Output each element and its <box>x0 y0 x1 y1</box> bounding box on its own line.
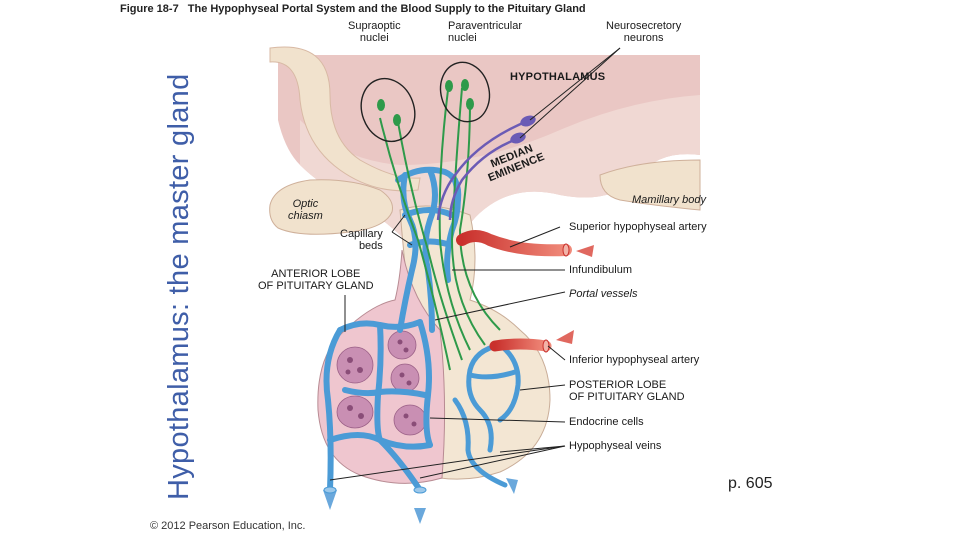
label-supraoptic-line1: Supraoptic <box>348 20 401 32</box>
label-optic-line2: chiasm <box>288 210 323 222</box>
label-supraoptic-nuclei: Supraoptic nuclei <box>348 20 401 44</box>
label-capillary-beds: Capillary beds <box>340 228 383 252</box>
label-endocrine-cells: Endocrine cells <box>569 416 644 428</box>
venous-flow-arrows <box>323 478 518 524</box>
label-anterior-line2: OF PITUITARY GLAND <box>258 280 374 292</box>
arterial-flow-arrows <box>556 245 594 344</box>
label-infundibulum: Infundibulum <box>569 264 632 276</box>
label-posterior-line2: OF PITUITARY GLAND <box>569 391 685 403</box>
third-ventricle-floor <box>269 46 421 192</box>
neuron-cell-bodies-green <box>377 79 474 126</box>
page-reference: p. 605 <box>728 475 773 492</box>
label-inferior-artery: Inferior hypophyseal artery <box>569 354 700 366</box>
label-hypophyseal-veins: Hypophyseal veins <box>569 440 662 452</box>
inferior-artery-opening <box>542 339 550 353</box>
superior-artery-vessel <box>456 230 572 257</box>
vein-opening-left <box>323 486 337 494</box>
leader-lines <box>329 47 621 481</box>
label-neurosecretory-line2: neurons <box>623 32 664 44</box>
label-hypothalamus: HYPOTHALAMUS <box>510 71 606 83</box>
label-supraoptic-line2: nuclei <box>359 32 389 44</box>
vein-opening-center <box>413 486 427 494</box>
label-capillary-line1: Capillary <box>340 228 383 240</box>
label-anterior-line1: ANTERIOR LOBE <box>271 268 361 280</box>
nerve-fibers-purple <box>436 118 531 221</box>
label-neurosecretory-neurons: Neurosecretory neurons <box>606 20 681 44</box>
inferior-artery-vessel <box>489 338 552 352</box>
optic-chiasm-shape <box>269 179 393 235</box>
hypothalamus-lower-band <box>300 95 700 240</box>
label-optic-chiasm: Optic chiasm <box>288 198 323 222</box>
endocrine-cell-nuclei <box>345 339 417 427</box>
figure-number: Figure 18-7 <box>120 3 179 15</box>
label-neurosecretory-line1: Neurosecretory <box>606 20 682 32</box>
label-paraventricular-nuclei: Paraventricular nuclei <box>448 20 522 44</box>
label-optic-line1: Optic <box>292 198 319 210</box>
label-anterior-lobe: ANTERIOR LOBE OF PITUITARY GLAND <box>258 268 374 292</box>
label-posterior-line1: POSTERIOR LOBE <box>569 379 667 391</box>
label-portal-vessels: Portal vessels <box>569 288 638 300</box>
label-posterior-lobe: POSTERIOR LOBE OF PITUITARY GLAND <box>569 379 685 403</box>
figure-title-text: The Hypophyseal Portal System and the Bl… <box>187 3 586 15</box>
figure-title: Figure 18-7 The Hypophyseal Portal Syste… <box>120 3 586 15</box>
label-mamillary-body: Mamillary body <box>632 194 706 206</box>
copyright-notice: © 2012 Pearson Education, Inc. <box>150 520 306 532</box>
label-capillary-line2: beds <box>358 240 383 252</box>
posterior-vessels <box>452 342 521 488</box>
mamillary-body-shape <box>599 159 701 211</box>
label-paraventricular-line2: nuclei <box>448 32 477 44</box>
nuclei-outlines <box>360 61 491 143</box>
superior-artery-opening <box>562 243 570 257</box>
label-paraventricular-line1: Paraventricular <box>448 20 522 32</box>
label-superior-artery: Superior hypophyseal artery <box>569 221 707 233</box>
